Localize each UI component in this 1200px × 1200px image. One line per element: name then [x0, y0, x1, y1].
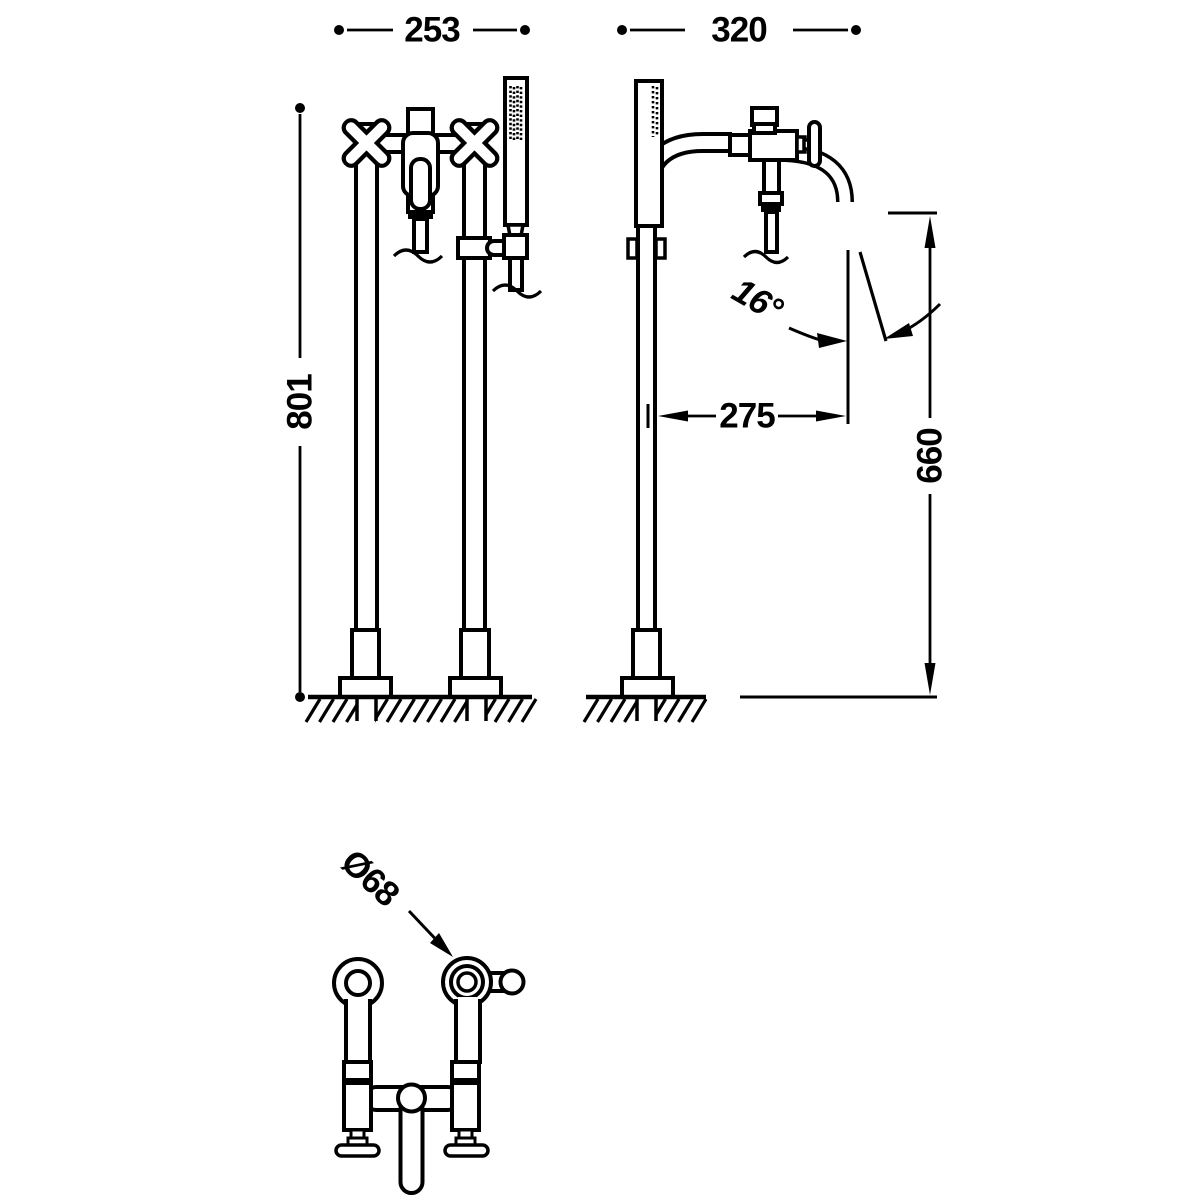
dim-front-width-label: 253 — [404, 11, 460, 50]
shower-holder — [502, 233, 529, 260]
plan-cross-handle-edge — [443, 1143, 490, 1158]
plan-left-mount — [332, 957, 384, 1009]
front-spout-body — [392, 107, 444, 264]
shower-head-side — [634, 79, 664, 228]
front-left-cross-handle — [341, 118, 392, 168]
plan-left-valve — [334, 1060, 381, 1158]
cross-handle-side — [807, 120, 822, 168]
side-base — [620, 628, 675, 699]
front-ground — [304, 694, 538, 725]
plan-right-mount — [441, 956, 493, 1008]
front-hand-shower — [456, 76, 543, 299]
stream-angle-line — [858, 251, 888, 342]
break-squiggle — [742, 249, 790, 265]
holder-tab — [626, 237, 639, 260]
dim-spout-angle-label: 16° — [726, 271, 790, 331]
dim-total-height: 801 — [281, 103, 320, 702]
plan-right-valve — [443, 1060, 490, 1158]
dim-spout-outlet-height: 660 — [888, 211, 950, 695]
plan-right-pipe — [454, 997, 482, 1064]
front-right-cross-handle — [449, 118, 500, 168]
plan-view: Ø68 — [332, 842, 526, 1195]
dim-front-width: 253 — [334, 11, 530, 50]
dim-spout-angle: 16° — [726, 251, 942, 348]
dim-spout-outlet-height-label: 660 — [911, 428, 950, 484]
break-squiggle — [491, 283, 543, 299]
front-view: 253 801 — [281, 11, 543, 725]
dim-base-diameter-label: Ø68 — [334, 842, 407, 914]
spray-face-dots-side — [651, 86, 659, 137]
dim-spout-reach: 275 — [646, 250, 850, 436]
dim-base-diameter: Ø68 — [334, 842, 453, 957]
plan-spout-hub — [396, 1082, 427, 1114]
side-ground — [582, 694, 937, 725]
front-right-base — [448, 628, 503, 699]
front-left-base — [338, 628, 393, 699]
dim-side-depth: 320 — [617, 11, 861, 50]
shower-head — [503, 76, 529, 227]
dim-side-depth-label: 320 — [711, 11, 767, 50]
break-squiggle — [392, 248, 444, 264]
plan-handle-knob — [498, 968, 526, 996]
side-valve-body — [728, 106, 854, 265]
side-hand-shower — [626, 79, 667, 260]
front-left-riser-pipe — [354, 122, 379, 634]
side-view: 320 — [582, 11, 950, 725]
front-right-riser-pipe — [462, 122, 487, 634]
dim-spout-reach-label: 275 — [719, 397, 775, 436]
plan-cross-handle-edge — [334, 1143, 381, 1158]
dim-total-height-label: 801 — [281, 374, 320, 430]
plan-left-pipe — [344, 997, 372, 1064]
holder-tab — [654, 237, 667, 260]
